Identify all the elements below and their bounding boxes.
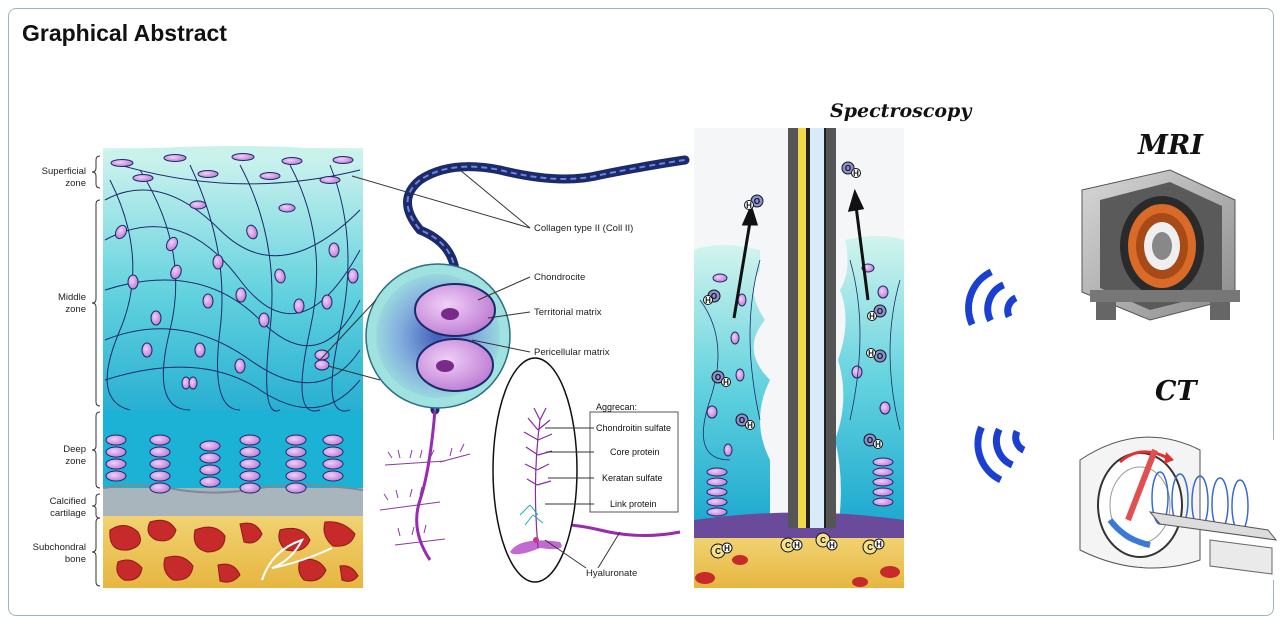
svg-text:C: C <box>867 543 873 552</box>
svg-text:H: H <box>724 544 730 553</box>
zone-middle-line1: Middle <box>58 292 86 303</box>
label-aggrecan: Aggrecan: <box>596 402 637 412</box>
zone-subchondral-line2: bone <box>65 554 86 565</box>
svg-text:O: O <box>867 436 873 445</box>
zone-subchondral-line1: Subchondral <box>33 542 86 553</box>
signal-icon-ct <box>971 427 1024 484</box>
svg-text:H: H <box>705 296 711 305</box>
zone-calcified-line2: cartilage <box>50 508 86 519</box>
svg-text:O: O <box>711 292 717 301</box>
cartilage-section: Superficial zone Middle zone Deep zone C… <box>33 146 363 588</box>
zone-superficial-line1: Superficial <box>42 166 86 177</box>
svg-text:H: H <box>794 541 800 550</box>
label-core-protein: Core protein <box>610 447 660 457</box>
svg-text:O: O <box>739 416 745 425</box>
svg-text:H: H <box>829 541 835 550</box>
svg-text:O: O <box>845 164 851 173</box>
svg-text:C: C <box>820 536 826 545</box>
label-keratan-sulfate: Keratan sulfate <box>602 473 663 483</box>
svg-text:O: O <box>715 373 721 382</box>
molecule-ch-2: C H <box>781 538 802 552</box>
svg-text:O: O <box>877 307 883 316</box>
label-pericellular-matrix: Pericellular matrix <box>534 347 610 358</box>
label-territorial-matrix: Territorial matrix <box>534 307 602 318</box>
signal-icon-mri <box>961 268 1015 325</box>
label-hyaluronate: Hyaluronate <box>586 568 637 579</box>
label-link-protein: Link protein <box>610 499 657 509</box>
magnified-chondrocyte <box>366 264 510 408</box>
zone-deep-line1: Deep <box>63 444 86 455</box>
svg-text:C: C <box>715 547 721 556</box>
svg-text:H: H <box>747 421 753 430</box>
svg-text:H: H <box>869 312 875 321</box>
label-chondrocite: Chondrocite <box>534 272 585 283</box>
svg-text:H: H <box>875 440 881 449</box>
spectroscopy-section <box>694 128 904 588</box>
zone-deep-line2: zone <box>65 456 86 467</box>
svg-text:O: O <box>754 197 760 206</box>
zone-superficial-line2: zone <box>65 178 86 189</box>
label-chondroitin-sulfate: Chondroitin sulfate <box>596 423 671 433</box>
svg-text:C: C <box>785 541 791 550</box>
zone-calcified-line1: Calcified <box>50 496 86 507</box>
ct-scanner-image <box>1072 437 1280 580</box>
svg-text:H: H <box>746 201 752 210</box>
svg-text:O: O <box>877 352 883 361</box>
mri-machine-image <box>1082 170 1240 320</box>
svg-text:H: H <box>723 378 729 387</box>
svg-text:H: H <box>853 169 859 178</box>
svg-text:H: H <box>868 349 874 358</box>
zone-middle-line2: zone <box>65 304 86 315</box>
label-collagen: Collagen type II (Coll II) <box>534 223 633 234</box>
svg-text:H: H <box>876 540 882 549</box>
